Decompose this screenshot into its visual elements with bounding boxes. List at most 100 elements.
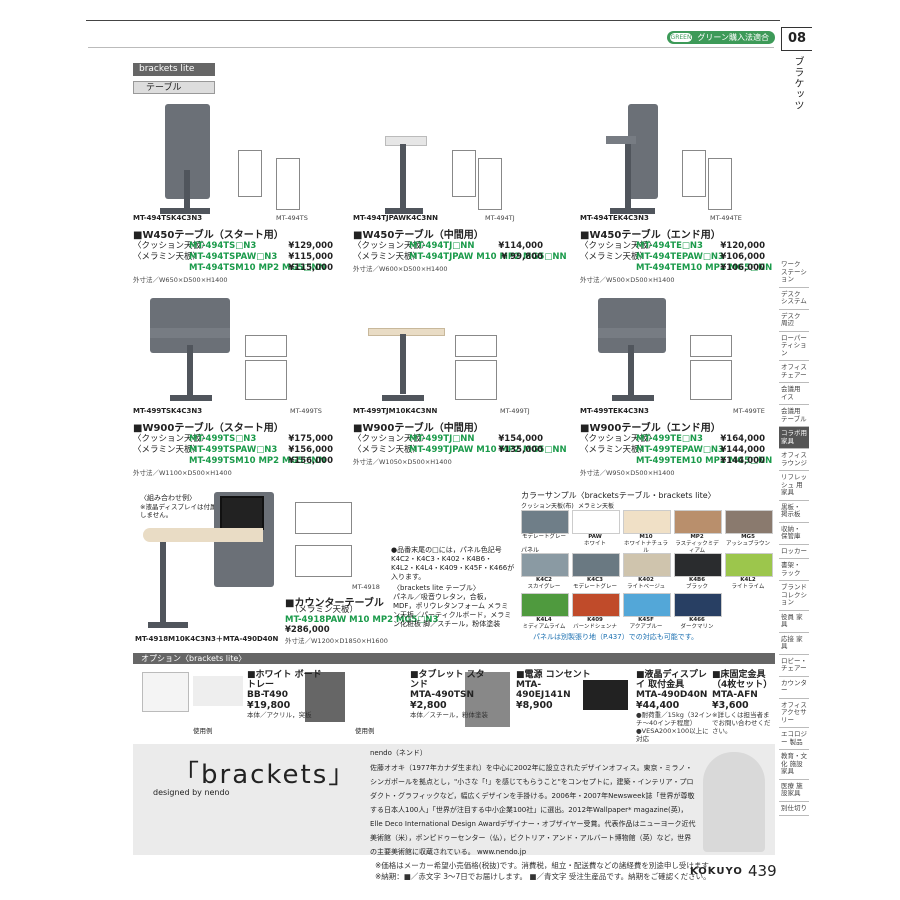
dimension-model: MT-494TJ [485,214,515,222]
sidebar-item[interactable]: オフィス チェアー [779,361,809,383]
sidebar-item[interactable]: カウンター [779,677,809,699]
price: ¥144,000 [720,445,765,455]
sidebar-item[interactable]: ロッカー [779,545,809,559]
option-code: BB-T490 [247,690,289,700]
tablet-image [305,672,345,722]
product-code: MT-499TEM10 MP2 MG5□NN [636,456,773,466]
sidebar-item[interactable]: オフィス アクセサリー [779,699,809,728]
spec-label: 〈メラミン天板〉 [353,445,422,455]
footer-price-note: ※価格はメーカー希望小売価格(税抜)です。消費税，組立・配送費などの諸経費を別途… [375,861,716,870]
sidebar-item[interactable]: 黒板・ 掲示板 [779,501,809,523]
options-bar: オプション〈brackets lite〉 [133,653,775,664]
dimension-drawing [455,360,497,400]
sidebar-item[interactable]: オフィス ラウンジ [779,449,809,471]
sidebar-item[interactable]: 別仕切り [779,802,809,816]
sidebar-item[interactable]: 医療 施設家具 [779,780,809,802]
price: ¥154,000 [498,434,543,444]
materials-text: パネル／吸音ウレタン，合板，MDF，ポリウレタンフォーム メラミン天板／パーティ… [393,593,512,628]
sidebar-item[interactable]: 会議用 イス [779,383,809,405]
dimension-drawing [276,158,300,210]
designed-by: designed by nendo [153,788,230,797]
option-item: ■床固定金具 （4枚セット）MTA-AFN¥3,600※詳しくは担当者までお問い… [712,670,774,735]
color-swatch [674,593,722,617]
model-label: MT-494TEK4C3N3 [580,214,649,222]
price-line: 〈メラミン天板〉MT-494TSPAW□N3¥115,000 [133,252,333,263]
sidebar-item[interactable]: ローパー ティション [779,332,809,361]
product-block: ■W450テーブル（中間用）〈クッション天板〉MT-494TJ□NN¥114,0… [353,226,567,286]
designer-photo [703,752,765,852]
option-title: ■タブレット スタンド [410,670,485,690]
option-code: MTA-490D40N [636,690,708,700]
outer-size: 外寸法／W600×D500×H1400 [353,265,448,273]
dimension-model: MT-499TS [290,407,322,415]
green-leaf-icon: GREEN [670,33,692,42]
product-image-base [170,395,212,401]
dimension-drawing [245,335,287,357]
display-image [220,496,264,530]
product-code: MT-499TJ□NN [409,434,475,444]
price-line: 〈メラミン天板〉MT-494TEPAW□N3¥106,000 [580,252,765,263]
color-swatch [674,553,722,577]
sidebar-item[interactable]: デスク システム [779,288,809,310]
price-line: 〈クッション天板〉MT-494TS□N3¥129,000 [133,241,333,252]
color-sample-title: カラーサンプル〈bracketsテーブル・brackets lite〉 [521,491,716,500]
combo-model-label: MT-4918M10K4C3N3＋MTA-490D40N [135,635,279,643]
usage-image [193,676,243,706]
product-block: ■W900テーブル（中間用）〈クッション天板〉MT-499TJ□NN¥154,0… [353,419,567,474]
model-label: MT-499TSK4C3N3 [133,407,203,415]
designer-name: nendo（ネンド） [370,749,427,757]
model-label: MT-499TEK4C3N3 [580,407,649,415]
price: ¥129,000 [288,241,333,251]
price: ¥164,000 [720,434,765,444]
sidebar-item[interactable]: ロビー・ チェアー [779,655,809,677]
price-line: MT-494TSM10 MP2 MG5□NN¥115,000 [133,263,333,274]
cushion-label: クッション天板(布) [521,503,574,510]
sidebar-item[interactable]: 収納・ 保管庫 [779,523,809,545]
chapter-tab[interactable]: 08 [781,27,812,51]
product-code: MT-499TS□N3 [189,434,257,444]
color-swatch [623,510,671,534]
product-image-top [598,328,666,338]
sidebar-item[interactable]: 教育・文化 施設家具 [779,750,809,780]
spec-label: 〈メラミン天板〉 [580,445,649,455]
sidebar-item[interactable]: デスク 周辺 [779,310,809,332]
price-line: 〈クッション天板〉MT-494TJ□NN¥114,000 [353,241,543,252]
dimension-drawing [682,150,706,197]
product-image-top [606,136,636,144]
model-label: MT-499TJM10K4C3NN [353,407,438,415]
dimension-model: MT-494TS [276,214,308,222]
sidebar-item[interactable]: 役員 家具 [779,611,809,633]
outer-size: 外寸法／W950×D500×H1400 [580,469,675,477]
price-line: 〈メラミン天板〉MT-499TSPAW□N3¥156,000 [133,445,333,456]
product-image-top [385,136,427,146]
price: ¥115,000 [288,263,333,273]
price: ¥120,000 [720,241,765,251]
sidebar-item[interactable]: ブランド コレクション [779,581,809,611]
product-image-base [160,208,210,214]
sidebar-item[interactable]: 書架・ ラック [779,559,809,581]
dimension-drawing [452,150,476,197]
combo-example-label: 〈組み合わせ例〉 [140,494,196,502]
color-swatch [521,553,569,577]
price: ¥106,000 [720,263,765,273]
sidebar-item[interactable]: リフレッシュ 用家具 [779,471,809,501]
sidebar-item[interactable]: ワーク ステーション [779,258,809,288]
price-line: 〈クッション天板〉MT-499TJ□NN¥154,000 [353,434,543,445]
product-image-panel [150,298,230,353]
option-title: ■ホワイト ボードトレー [247,670,322,690]
color-swatch [674,510,722,534]
product-title: ■W450テーブル（中間用） [353,230,484,241]
option-price: ¥44,400 [636,700,680,711]
option-note: 本体／アクリル，突板 [247,711,312,719]
sidebar-item[interactable]: エコロジー 製品 [779,728,809,750]
sidebar-item[interactable]: 会議用 テーブル [779,405,809,427]
price-line: 〈メラミン天板〉MT-494TJPAW M10 MP2 MG5□NN¥ 99,8… [353,252,567,263]
sidebar-item[interactable]: コラボ用 家具 [779,427,809,449]
sidebar-item[interactable]: 応接 家具 [779,633,809,655]
outer-size: 外寸法／W650×D500×H1400 [133,276,228,284]
product-image-base [385,208,423,214]
